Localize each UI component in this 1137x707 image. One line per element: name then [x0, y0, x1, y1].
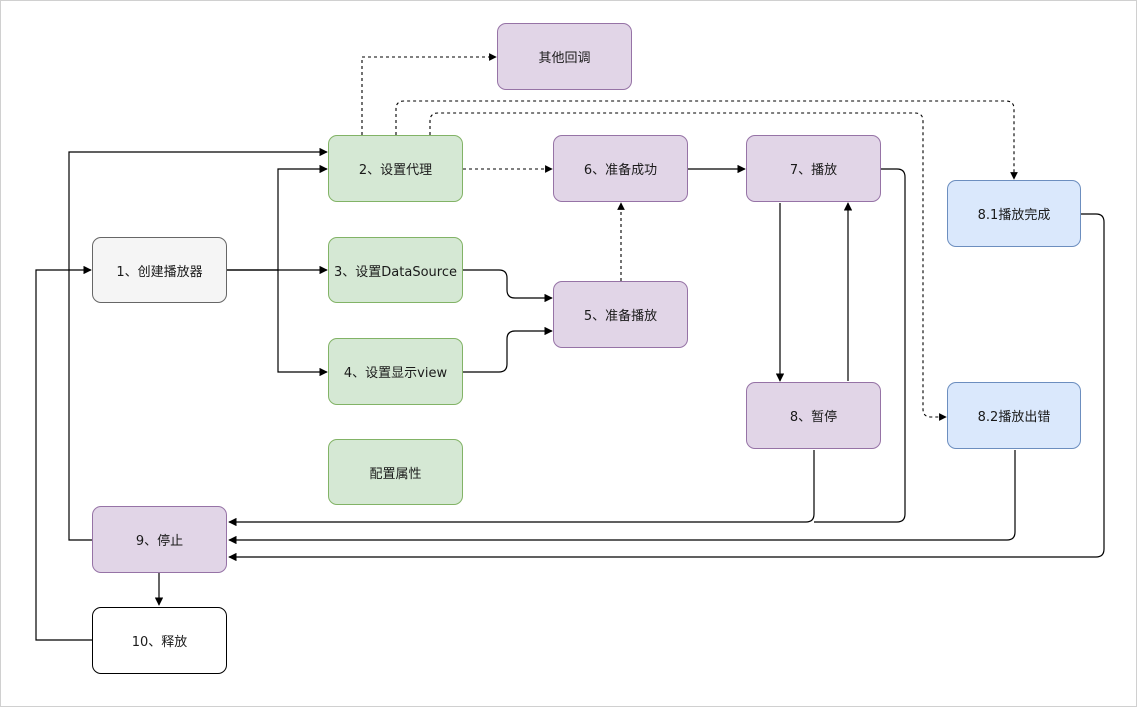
- node-prepare-play[interactable]: 5、准备播放: [553, 281, 688, 348]
- node-label: 4、设置显示view: [343, 366, 448, 381]
- node-create-player[interactable]: 1、创建播放器: [92, 237, 227, 303]
- node-set-datasource[interactable]: 3、设置DataSource: [328, 237, 463, 303]
- node-label: 8.1播放完成: [977, 208, 1051, 223]
- node-config-props[interactable]: 配置属性: [328, 439, 463, 505]
- node-stop[interactable]: 9、停止: [92, 506, 227, 573]
- node-prepare-success[interactable]: 6、准备成功: [553, 135, 688, 202]
- edge-stop-to-delegate: [68, 147, 328, 541]
- edge-error-to-stop: [228, 450, 1016, 545]
- node-other-callbacks[interactable]: 其他回调: [497, 23, 632, 90]
- edge-complete-to-stop: [228, 213, 1105, 562]
- node-label: 配置属性: [369, 466, 422, 482]
- edge-create-to-view: [277, 270, 328, 377]
- node-play-error[interactable]: 8.2播放出错: [947, 382, 1081, 449]
- node-play-complete[interactable]: 8.1播放完成: [947, 180, 1081, 247]
- node-set-view[interactable]: 4、设置显示view: [328, 338, 463, 405]
- node-pause[interactable]: 8、暂停: [746, 382, 881, 449]
- node-label: 10、释放: [131, 635, 188, 650]
- node-play[interactable]: 7、播放: [746, 135, 881, 202]
- edge-view-to-prepare: [463, 326, 553, 373]
- node-release[interactable]: 10、释放: [92, 607, 227, 674]
- node-label: 5、准备播放: [583, 309, 658, 324]
- node-set-delegate[interactable]: 2、设置代理: [328, 135, 463, 202]
- edge-play-to-stop: [814, 168, 906, 523]
- edge-datasource-to-prepare: [463, 269, 553, 303]
- node-label: 8、暂停: [789, 410, 838, 425]
- node-label: 7、播放: [789, 163, 838, 178]
- node-label: 9、停止: [135, 534, 184, 549]
- edge-release-to-create: [35, 265, 93, 641]
- node-label: 2、设置代理: [358, 163, 433, 178]
- node-label: 其他回调: [538, 51, 591, 66]
- node-label: 6、准备成功: [583, 163, 658, 178]
- edge-pause-to-stop: [228, 450, 815, 527]
- node-label: 3、设置DataSource: [334, 264, 457, 280]
- edge-create-to-delegate: [227, 164, 328, 271]
- node-label: 8.2播放出错: [977, 410, 1051, 425]
- edge-delegate-to-complete: [395, 100, 1018, 180]
- edge-delegate-to-other: [361, 53, 497, 135]
- node-label: 1、创建播放器: [116, 264, 203, 280]
- edge-delegate-to-error: [429, 112, 947, 421]
